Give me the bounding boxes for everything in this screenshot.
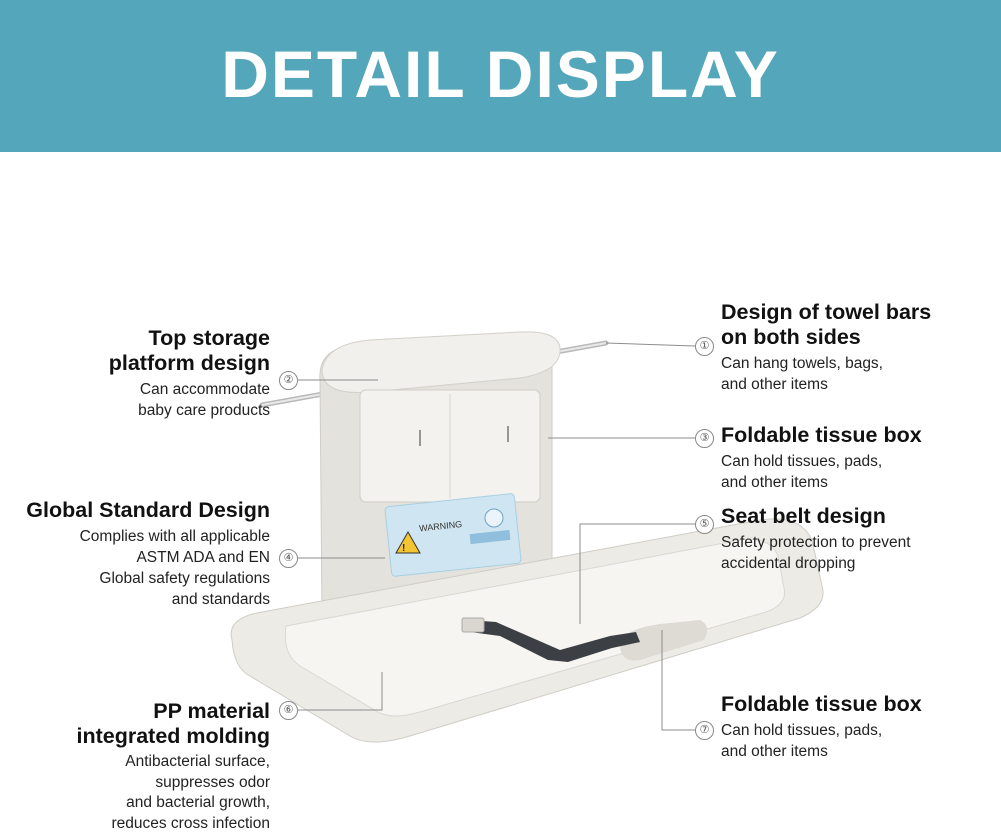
- callout-body: Can hold tissues, pads, and other items: [721, 722, 883, 760]
- marker-1: ①: [695, 337, 714, 356]
- header-banner: DETAIL DISPLAY: [0, 0, 1001, 152]
- marker-6: ⑥: [279, 701, 298, 720]
- callout-towel-bars: Design of towel bars on both sides Can h…: [721, 300, 981, 395]
- callout-body: Antibacterial surface, suppresses odor a…: [111, 753, 270, 832]
- callout-title: Seat belt design: [721, 504, 886, 528]
- marker-7: ⑦: [695, 721, 714, 740]
- callout-tissue-box-2: Foldable tissue box Can hold tissues, pa…: [721, 692, 981, 762]
- marker-5: ⑤: [695, 515, 714, 534]
- warning-label-text: WARNING: [419, 519, 463, 533]
- callout-body: Can hang towels, bags, and other items: [721, 355, 883, 393]
- callout-body: Can accommodate baby care products: [138, 381, 270, 419]
- marker-3: ③: [695, 429, 714, 448]
- callout-body: Can hold tissues, pads, and other items: [721, 453, 883, 491]
- marker-2: ②: [279, 371, 298, 390]
- callout-title: Top storage platform design: [108, 326, 270, 375]
- callout-body: Safety protection to prevent accidental …: [721, 534, 911, 572]
- callout-body: Complies with all applicable ASTM ADA an…: [79, 528, 270, 608]
- callout-pp-material: PP material integrated molding Antibacte…: [40, 699, 271, 834]
- warning-label: ! WARNING: [384, 493, 522, 577]
- marker-4: ④: [279, 549, 298, 568]
- callout-title: Global Standard Design: [26, 498, 270, 522]
- callout-global-standard: Global Standard Design Complies with all…: [10, 498, 270, 610]
- callout-title: Design of towel bars on both sides: [721, 300, 932, 349]
- callout-top-storage: Top storage platform design Can accommod…: [60, 326, 270, 421]
- callout-title: Foldable tissue box: [721, 423, 922, 447]
- svg-text:!: !: [402, 543, 405, 554]
- callout-tissue-box-1: Foldable tissue box Can hold tissues, pa…: [721, 423, 981, 493]
- callout-seat-belt: Seat belt design Safety protection to pr…: [721, 504, 991, 574]
- callout-title: Foldable tissue box: [721, 692, 922, 716]
- callout-title: PP material integrated molding: [76, 699, 271, 748]
- banner-title: DETAIL DISPLAY: [221, 37, 780, 111]
